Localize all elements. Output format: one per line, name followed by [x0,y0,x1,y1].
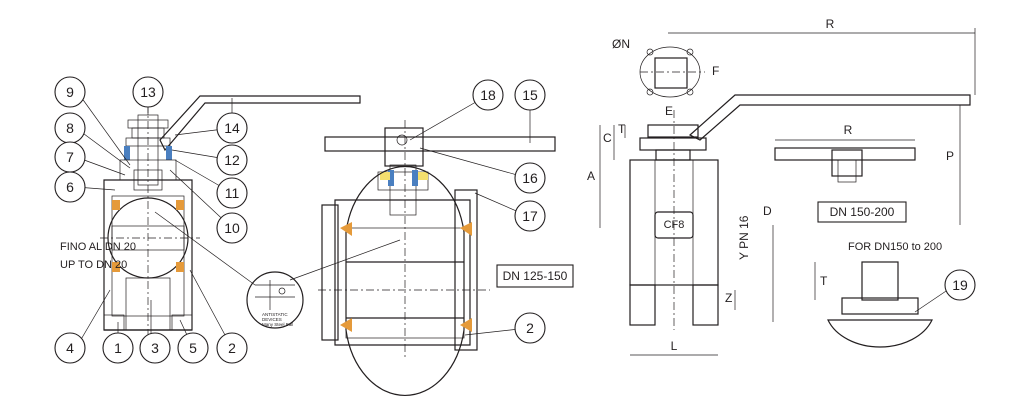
antistatic-detail: ANTISTATIC DEVICES Many Steel Ball [154,211,401,329]
callout-c17: 17 [514,200,546,232]
callout-c15: 15 [514,79,546,111]
antistatic-label-1: ANTISTATIC [262,312,288,317]
callout-c2b: 2 [514,312,546,344]
dim-L: L [671,339,678,353]
svg-text:16: 16 [522,170,538,186]
dim-D: D [763,204,772,218]
svg-text:5: 5 [189,340,197,356]
callout-c8: 8 [54,112,86,144]
svg-text:13: 13 [140,84,156,100]
svg-text:19: 19 [952,277,968,293]
callout-c12: 12 [216,144,248,176]
svg-text:8: 8 [66,120,74,136]
dn150-box [817,201,907,223]
svg-text:7: 7 [66,149,74,165]
svg-text:15: 15 [522,87,538,103]
callout-c16: 16 [514,162,546,194]
svg-text:18: 18 [480,87,496,103]
dim-T-small: T [820,274,828,288]
dimension-lines: R P A C T D Y PN 16 Z L E F ØN [587,17,976,356]
large-valve-section [318,120,556,397]
small-valve-section [100,95,361,340]
up-to-label: UP TO DN 20 [60,259,127,271]
svg-text:9: 9 [66,84,74,100]
svg-text:6: 6 [66,179,74,195]
dn125-box [496,264,574,288]
callout-c18: 18 [472,79,504,111]
antistatic-label-2: DEVICES [262,317,282,322]
callout-c19: 19 [944,269,976,301]
callout-c5: 5 [177,332,209,364]
callout-c6: 6 [54,171,86,203]
dim-ON: ØN [612,37,630,51]
fino-al-label: FINO AL DN 20 [60,241,136,253]
dim-R-top: R [826,17,835,31]
callout-c1: 1 [102,332,134,364]
dim-T-side: T [618,122,626,136]
callout-c14: 14 [216,112,248,144]
callout-c10: 10 [216,212,248,244]
dim-A: A [587,169,595,183]
svg-text:2: 2 [228,340,236,356]
svg-text:4: 4 [66,340,74,356]
callout-c4: 4 [54,332,86,364]
svg-text:12: 12 [224,152,240,168]
callout-c13: 13 [132,76,164,108]
dn150-lever-detail: R DN 150-200 [774,123,916,223]
svg-text:1: 1 [114,340,122,356]
dn125-label: DN 125-150 [503,269,568,283]
antistatic-label-3: Many Steel Ball [262,322,293,327]
for-dn-label: FOR DN150 to 200 [848,241,942,253]
dn150-label: DN 150-200 [830,205,895,219]
callout-c9: 9 [54,76,86,108]
callout-c2a: 2 [216,332,248,364]
callout-c11: 11 [216,177,248,209]
callout-c3: 3 [139,332,171,364]
svg-text:17: 17 [522,208,538,224]
callout-c7: 7 [54,141,86,173]
svg-text:10: 10 [224,220,240,236]
dim-Z: Z [725,291,732,305]
dim-F: F [712,64,719,78]
svg-text:2: 2 [526,320,534,336]
dim-E: E [665,104,673,118]
side-elevation: CF8 [629,46,971,330]
dn150-nut-detail: FOR DN150 to 200 T [814,241,942,348]
svg-text:11: 11 [225,185,240,201]
dim-R-small: R [844,123,853,137]
dim-C: C [603,131,612,145]
svg-text:3: 3 [151,340,159,356]
svg-text:14: 14 [224,120,240,136]
dim-P: P [946,149,954,163]
ypn-label: Y PN 16 [737,215,751,260]
